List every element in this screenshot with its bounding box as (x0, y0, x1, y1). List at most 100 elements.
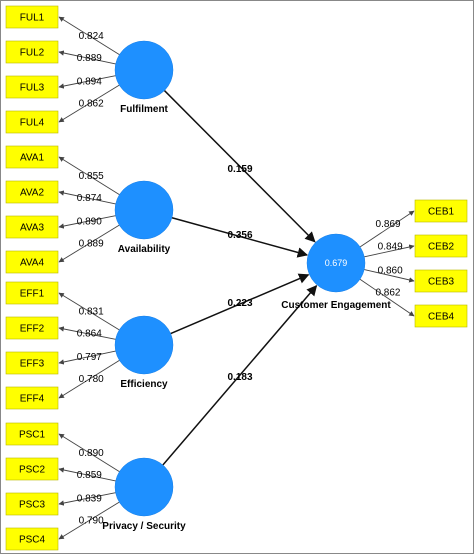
indicator-label-ava3: AVA3 (20, 223, 45, 234)
indicator-box-ava1 (5, 145, 59, 169)
construct-circle-customer-engagement (306, 233, 366, 293)
loading-value-ceb4: 0.862 (375, 288, 400, 299)
indicator-label-psc2: PSC2 (19, 465, 46, 476)
loading-value-ceb1: 0.869 (376, 219, 401, 230)
indicator-label-ava1: AVA1 (20, 153, 45, 164)
indicator-label-psc3: PSC3 (19, 500, 46, 511)
loading-arrow-psc1 (58, 433, 120, 473)
indicator-box-eff1 (5, 281, 59, 305)
loading-arrow-ava1 (58, 156, 120, 196)
loading-arrow-eff4 (58, 359, 120, 399)
indicator-box-ceb3 (414, 269, 468, 293)
indicator-label-ceb3: CEB3 (428, 277, 455, 288)
indicator-box-ceb1 (414, 199, 468, 223)
indicator-box-eff4 (5, 386, 59, 410)
construct-circle-availability (114, 180, 174, 240)
loading-value-ava1: 0.855 (79, 171, 104, 182)
path-arrow-fulfilment (163, 90, 316, 243)
indicator-box-ful2 (5, 40, 59, 64)
loading-arrow-ava2 (58, 190, 116, 205)
indicator-label-ful4: FUL4 (20, 118, 45, 129)
indicator-label-eff4: EFF4 (20, 394, 45, 405)
construct-label-privacy-security: Privacy / Security (102, 521, 186, 532)
indicator-label-eff2: EFF2 (20, 324, 45, 335)
indicator-box-ful4 (5, 110, 59, 134)
loading-arrow-ceb1 (359, 210, 415, 248)
indicator-label-ful1: FUL1 (20, 13, 45, 24)
loading-value-psc2: 0.859 (77, 470, 102, 481)
indicator-box-eff3 (5, 351, 59, 375)
indicator-label-ceb4: CEB4 (428, 312, 455, 323)
indicator-box-psc1 (5, 422, 59, 446)
path-arrow-privacy-security (162, 284, 318, 466)
indicator-box-ava2 (5, 180, 59, 204)
indicator-box-ful3 (5, 75, 59, 99)
loading-arrow-psc4 (58, 501, 120, 540)
loading-arrow-eff1 (58, 292, 120, 331)
indicator-box-ceb2 (414, 234, 468, 258)
loading-arrow-ava4 (58, 224, 120, 263)
loading-value-eff4: 0.780 (79, 374, 104, 385)
loading-arrow-psc2 (58, 467, 116, 482)
indicator-box-psc4 (5, 527, 59, 551)
loading-arrow-ceb3 (364, 269, 415, 283)
loading-arrow-eff3 (58, 350, 116, 365)
loading-arrow-ful3 (58, 75, 116, 89)
indicator-box-ava4 (5, 250, 59, 274)
construct-circle-efficiency (114, 315, 174, 375)
loading-arrow-eff2 (58, 326, 116, 340)
construct-circle-privacy-security (114, 457, 174, 517)
indicator-box-psc2 (5, 457, 59, 481)
indicator-label-ava2: AVA2 (20, 188, 45, 199)
loading-arrow-ful4 (58, 84, 120, 123)
path-coefficient-fulfilment: 0.159 (227, 164, 252, 175)
construct-label-fulfilment: Fulfilment (120, 104, 168, 115)
loading-arrow-ava3 (58, 215, 116, 229)
indicator-label-eff1: EFF1 (20, 289, 45, 300)
indicator-label-ful2: FUL2 (20, 48, 45, 59)
indicator-label-psc1: PSC1 (19, 430, 46, 441)
nodes-layer (5, 5, 468, 551)
loading-arrow-ful1 (58, 16, 120, 56)
construct-label-availability: Availability (118, 244, 171, 255)
loading-value-ava3: 0.890 (77, 216, 102, 227)
loading-arrow-ceb4 (359, 278, 415, 317)
r-squared-value: 0.679 (325, 258, 348, 268)
indicator-label-ava4: AVA4 (20, 258, 45, 269)
construct-label-efficiency: Efficiency (120, 379, 168, 390)
loading-value-ceb3: 0.860 (378, 265, 403, 276)
loading-arrow-psc3 (58, 492, 116, 506)
construct-label-customer-engagement: Customer Engagement (281, 300, 391, 311)
indicator-box-ful1 (5, 5, 59, 29)
loading-value-ava4: 0.889 (79, 239, 104, 250)
indicator-label-psc4: PSC4 (19, 535, 46, 546)
loading-arrow-ful2 (58, 50, 116, 65)
path-coefficient-efficiency: 0.223 (227, 298, 252, 309)
loading-value-eff3: 0.797 (77, 352, 102, 363)
loading-value-ful2: 0.889 (77, 53, 102, 64)
path-coefficient-privacy-security: 0.183 (227, 372, 252, 383)
loading-value-eff1: 0.831 (79, 306, 104, 317)
indicator-box-ava3 (5, 215, 59, 239)
indicator-box-ceb4 (414, 304, 468, 328)
indicator-label-ful3: FUL3 (20, 83, 45, 94)
path-arrow-availability (171, 216, 309, 258)
loading-value-eff2: 0.864 (77, 329, 102, 340)
loading-value-psc1: 0.890 (79, 448, 104, 459)
indicator-box-psc3 (5, 492, 59, 516)
path-coefficient-availability: 0.356 (227, 230, 252, 241)
loading-value-psc3: 0.839 (77, 493, 102, 504)
connections-layer (58, 16, 415, 540)
loading-value-ful1: 0.824 (79, 31, 104, 42)
loading-value-ful4: 0.862 (79, 99, 104, 110)
indicator-box-eff2 (5, 316, 59, 340)
loading-value-ful3: 0.894 (77, 76, 102, 87)
indicator-label-ceb1: CEB1 (428, 207, 455, 218)
loading-arrow-ceb2 (364, 244, 415, 258)
loading-value-ceb2: 0.849 (378, 241, 403, 252)
indicator-label-ceb2: CEB2 (428, 242, 455, 253)
loading-value-psc4: 0.790 (79, 516, 104, 527)
